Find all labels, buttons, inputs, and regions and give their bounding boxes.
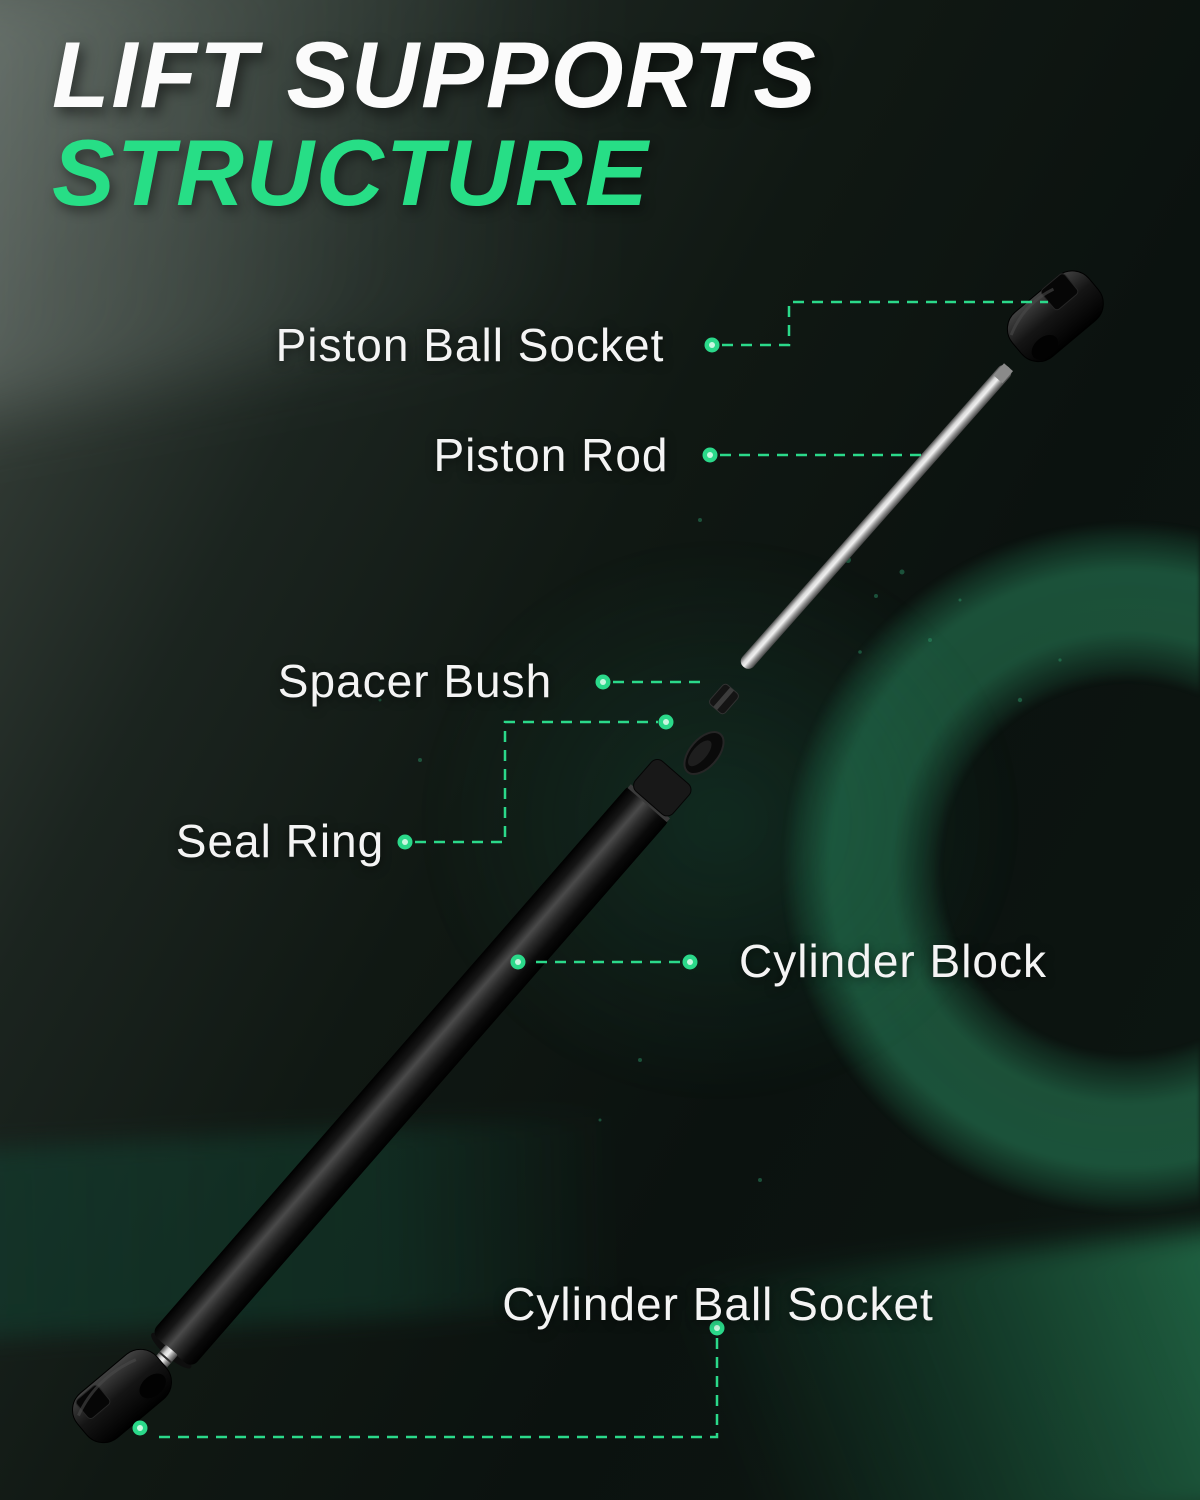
label-cylinder-block: Cylinder Block bbox=[739, 935, 1047, 987]
title-line2: STRUCTURE bbox=[52, 119, 650, 225]
teal-splatter-texture bbox=[420, 540, 1020, 1100]
spacer-bush-part bbox=[709, 683, 739, 715]
piston-ball-socket-part bbox=[1006, 270, 1104, 363]
leader-seal-ring bbox=[415, 720, 658, 844]
title-block: LIFT SUPPORTS STRUCTURE bbox=[52, 26, 818, 222]
label-piston-rod: Piston Rod bbox=[433, 429, 669, 481]
cylinder-block-part bbox=[143, 758, 692, 1382]
leader-piston-ball-socket bbox=[722, 300, 1048, 347]
cylinder-ball-socket-part bbox=[72, 1348, 172, 1444]
label-cylinder-ball-socket: Cylinder Ball Socket bbox=[502, 1278, 934, 1330]
seal-ring-part bbox=[683, 731, 725, 775]
piston-rod-part bbox=[740, 363, 1014, 669]
leader-dots bbox=[132, 337, 725, 1436]
leader-lines bbox=[152, 300, 1048, 1439]
title-line1: LIFT SUPPORTS bbox=[52, 22, 818, 127]
label-seal-ring: Seal Ring bbox=[175, 815, 385, 867]
leader-cylinder-ball-socket bbox=[152, 1338, 719, 1439]
texture-speckles bbox=[378, 518, 1062, 1182]
label-spacer-bush: Spacer Bush bbox=[277, 655, 553, 707]
label-piston-ball-socket: Piston Ball Socket bbox=[275, 319, 665, 371]
